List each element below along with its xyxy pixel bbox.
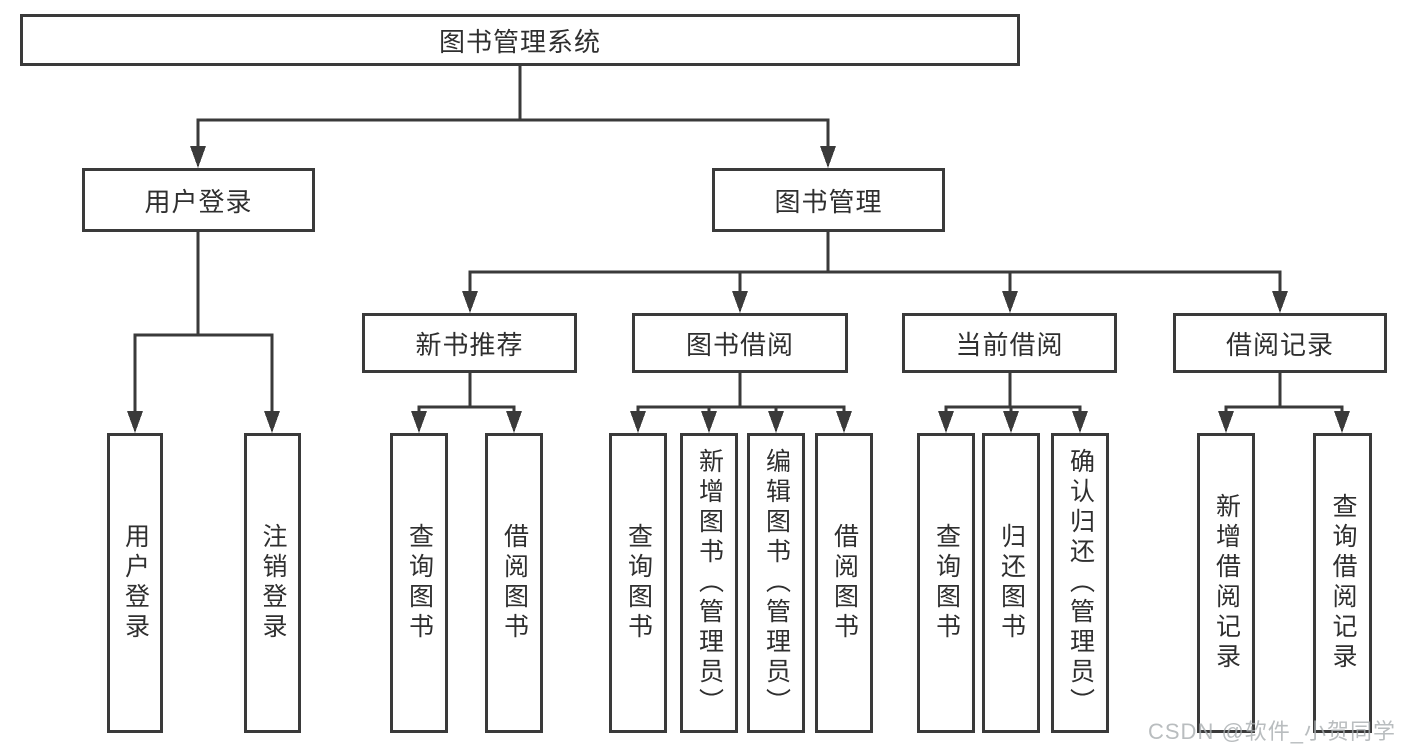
leaf-label: 查询图书 xyxy=(624,523,653,643)
node-borrowing-records: 借阅记录 xyxy=(1173,313,1387,373)
node-label: 图书管理 xyxy=(774,186,883,217)
leaf-label: 新增借阅记录 xyxy=(1212,493,1241,673)
leaf-label: 查询图书 xyxy=(932,523,961,643)
leaf-borrow-books-borrowing: 借阅图书 xyxy=(815,433,873,733)
leaf-label: 归还图书 xyxy=(997,523,1026,643)
node-user-login-branch: 用户登录 xyxy=(82,168,315,232)
node-book-management-branch: 图书管理 xyxy=(712,168,945,232)
leaf-query-books-recommend: 查询图书 xyxy=(390,433,448,733)
leaf-query-books-current: 查询图书 xyxy=(917,433,975,733)
node-label: 借阅记录 xyxy=(1225,329,1334,360)
leaf-confirm-return-admin: 确认归还（管理员） xyxy=(1051,433,1109,733)
node-book-borrowing: 图书借阅 xyxy=(632,313,848,373)
leaf-borrow-books-recommend: 借阅图书 xyxy=(485,433,543,733)
node-new-book-recommendation: 新书推荐 xyxy=(362,313,577,373)
leaf-label: 用户登录 xyxy=(121,523,150,643)
node-label: 新书推荐 xyxy=(415,329,524,360)
leaf-edit-books-admin: 编辑图书（管理员） xyxy=(747,433,805,733)
node-label: 用户登录 xyxy=(144,186,253,217)
leaf-user-login: 用户登录 xyxy=(107,433,163,733)
leaf-label: 查询借阅记录 xyxy=(1329,493,1357,673)
leaf-add-borrowing-record: 新增借阅记录 xyxy=(1197,433,1255,733)
node-library-management-system: 图书管理系统 xyxy=(20,14,1020,66)
leaf-label: 借阅图书 xyxy=(830,523,859,643)
leaf-logout: 注销登录 xyxy=(244,433,301,733)
leaf-label: 注销登录 xyxy=(259,523,287,643)
leaf-query-borrowing-record: 查询借阅记录 xyxy=(1313,433,1372,733)
leaf-return-books: 归还图书 xyxy=(982,433,1040,733)
leaf-query-books-borrowing: 查询图书 xyxy=(609,433,667,733)
node-label: 图书管理系统 xyxy=(438,26,601,57)
leaf-add-books-admin: 新增图书（管理员） xyxy=(680,433,738,733)
csdn-watermark: CSDN @软件_小贺同学 xyxy=(1148,719,1397,744)
leaf-label: 查询图书 xyxy=(405,523,434,643)
leaf-label: 确认归还（管理员） xyxy=(1066,448,1095,718)
node-label: 当前借阅 xyxy=(955,329,1064,360)
leaf-label: 编辑图书（管理员） xyxy=(762,448,791,718)
leaf-label: 借阅图书 xyxy=(500,523,529,643)
node-current-borrowing: 当前借阅 xyxy=(902,313,1117,373)
arrowheads xyxy=(127,146,1350,433)
leaf-label: 新增图书（管理员） xyxy=(695,448,724,718)
node-label: 图书借阅 xyxy=(685,329,794,360)
